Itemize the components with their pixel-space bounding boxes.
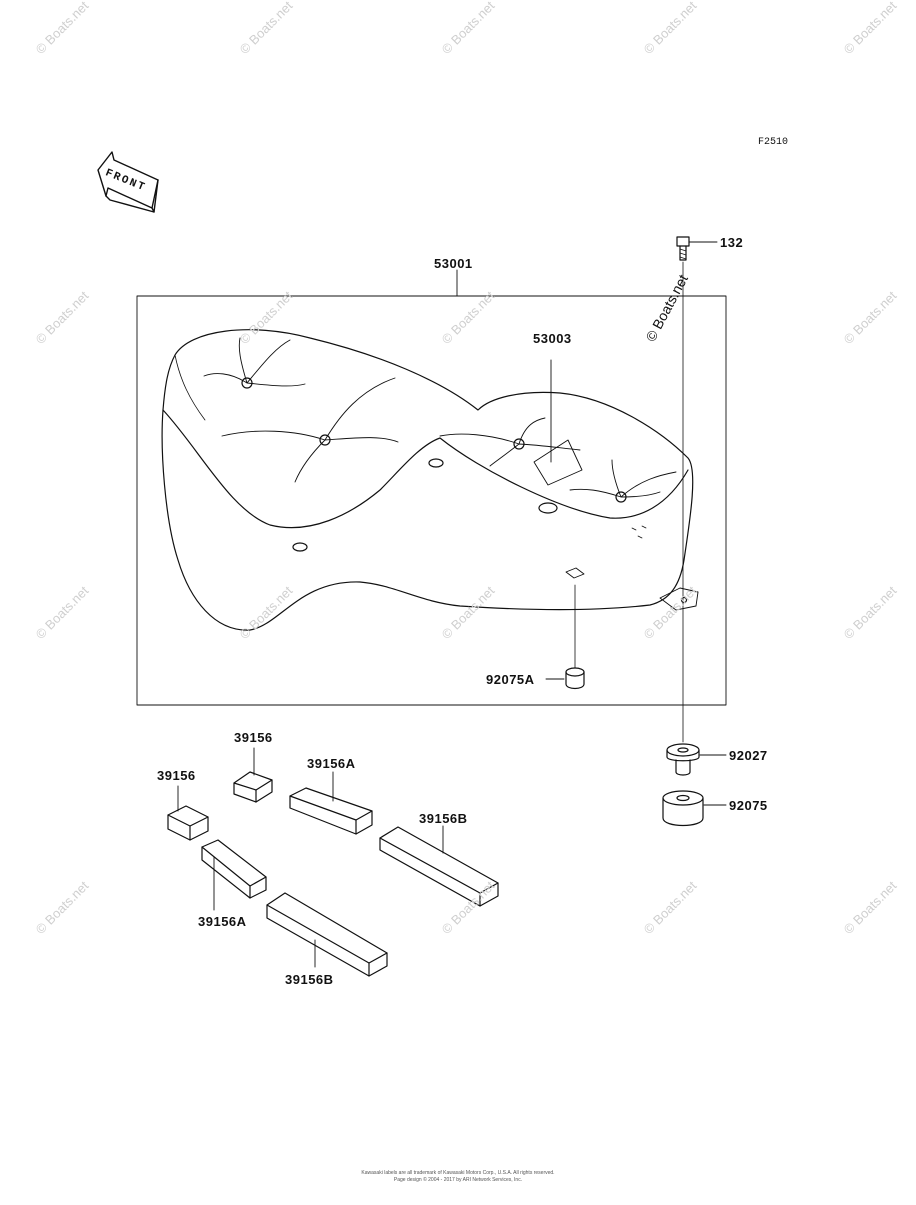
- callout-53001: 53001: [434, 256, 473, 271]
- callout-39156-top: 39156: [234, 730, 273, 745]
- damper-92075-icon: [662, 790, 727, 827]
- callout-92075a: 92075A: [486, 672, 535, 687]
- pad-39156b-2-icon: [266, 892, 388, 977]
- callout-92075: 92075: [729, 798, 768, 813]
- callout-132: 132: [720, 235, 744, 250]
- callout-92027: 92027: [729, 748, 768, 763]
- callout-39156b-bottom: 39156B: [285, 972, 334, 987]
- pad-39156a-1-icon: [289, 771, 373, 835]
- callout-39156a-top: 39156A: [307, 756, 356, 771]
- pad-39156a-2-icon: [201, 839, 267, 911]
- assembly-box: [136, 295, 727, 706]
- callout-39156b-right: 39156B: [419, 811, 468, 826]
- figure-code: F2510: [758, 137, 789, 148]
- callout-39156a-bottom: 39156A: [198, 914, 247, 929]
- footer-line-1: Kawasaki labels are all trademark of Kaw…: [361, 1170, 555, 1176]
- pad-39156-small-2-icon: [233, 747, 273, 803]
- callout-53003: 53003: [533, 331, 572, 346]
- nut-92075a-icon: [545, 584, 585, 690]
- callout-39156-left: 39156: [157, 768, 196, 783]
- footer-line-2: Page design © 2004 - 2017 by ARI Network…: [393, 1177, 523, 1183]
- front-arrow-icon: [97, 151, 159, 213]
- collar-92027-icon: [666, 743, 727, 776]
- bolt-132-icon: [676, 236, 718, 261]
- seat-drawing: [161, 329, 699, 631]
- pad-39156b-1-icon: [379, 825, 499, 907]
- pad-39156-small-1-icon: [167, 785, 209, 841]
